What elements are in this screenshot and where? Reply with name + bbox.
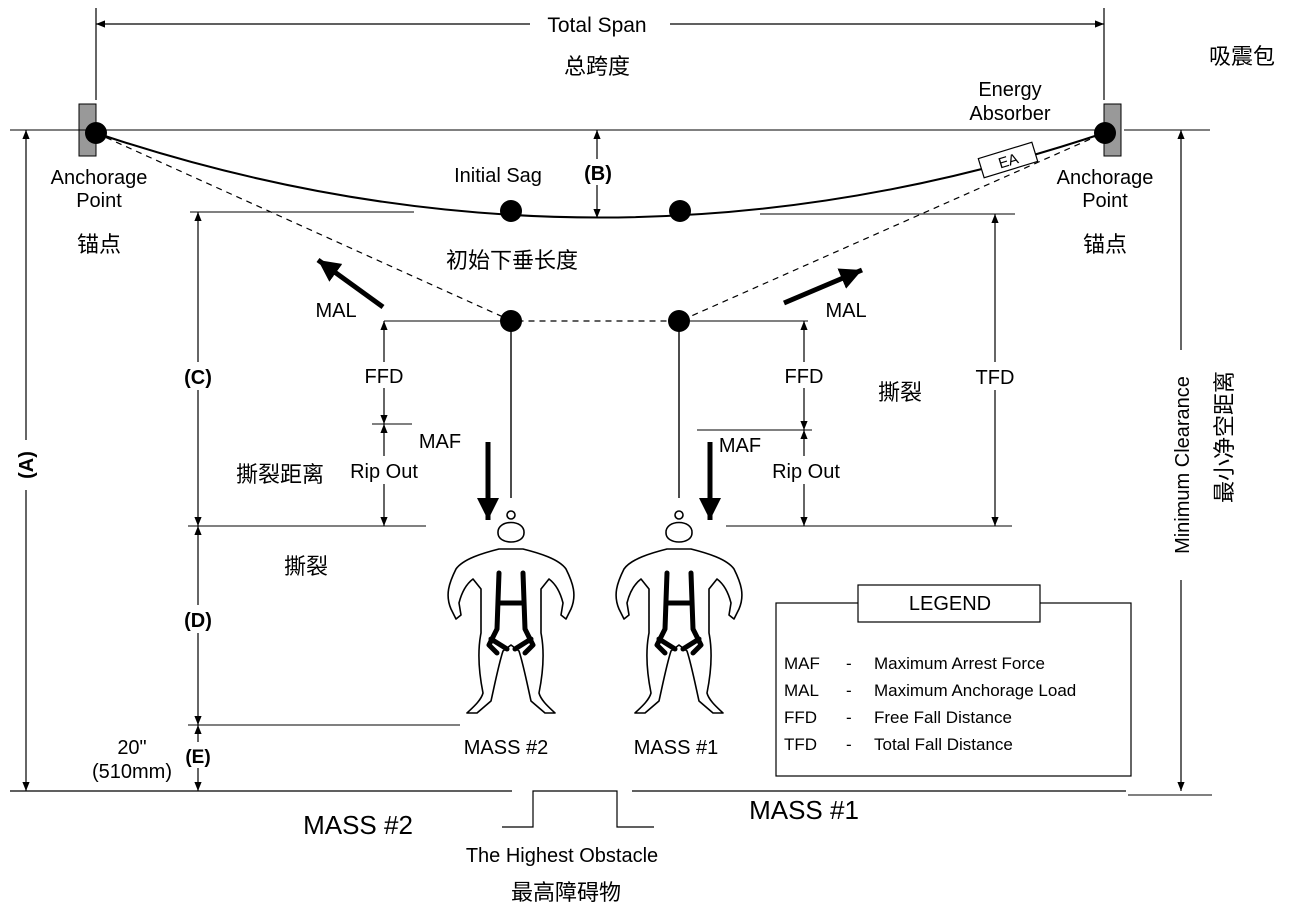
tfd-bg	[966, 362, 1024, 390]
min-clearance-bg	[1167, 350, 1197, 580]
energy-absorber-label-2: Absorber	[969, 103, 1050, 125]
rip-right-label-cn: 撕裂	[878, 381, 922, 406]
mass2-initial-dot	[500, 200, 522, 222]
anchorage-left-label-1: Anchorage	[51, 167, 148, 189]
legend-desc: Maximum Anchorage Load	[874, 681, 1076, 700]
legend-frame	[775, 602, 1132, 777]
dim-a-bg	[12, 440, 40, 490]
deflected-lifeline	[95, 132, 1105, 322]
energy-absorber-label-cn: 吸震包	[1209, 45, 1275, 70]
mal-right-label: MAL	[825, 300, 866, 322]
ripout-left-bg	[344, 456, 428, 484]
anchorage-left-label-cn: 锚点	[77, 233, 121, 258]
legend-sep: -	[846, 654, 852, 673]
anchorage-right-label-cn: 锚点	[1083, 233, 1127, 258]
anchorage-left-label-2: Point	[76, 190, 122, 212]
mal-arrow-left	[316, 257, 385, 310]
obstacle-label: The Highest Obstacle	[466, 845, 658, 867]
legend-sep: -	[846, 681, 852, 700]
energy-absorber-label-1: Energy	[978, 79, 1041, 101]
legend-abbr: MAF	[784, 654, 820, 673]
min-clearance-label-cn: 最小净空距离	[1213, 371, 1238, 503]
anchorage-right-label-1: Anchorage	[1057, 167, 1154, 189]
legend-sep: -	[846, 708, 852, 727]
total-span-label: Total Span	[547, 14, 646, 37]
legend-sep: -	[846, 735, 852, 754]
highest-obstacle-shape	[502, 790, 654, 828]
anchor-dot-right	[1094, 122, 1116, 144]
ffd-right-label: FFD	[785, 366, 824, 388]
ea-tag: EA	[996, 150, 1020, 172]
mass1-figure	[616, 511, 742, 713]
mass1-label: MASS #1	[634, 737, 718, 759]
dim-d-bg	[178, 605, 218, 633]
legend-title-box	[857, 584, 1041, 623]
legend-abbr: TFD	[784, 735, 817, 754]
dim-e-label: (E)	[185, 747, 210, 768]
dim-e-bg	[180, 742, 216, 768]
sag-label-bg	[580, 159, 616, 185]
mal-left-label: MAL	[315, 300, 356, 322]
maf-left-label: MAF	[419, 431, 461, 453]
obstacle-label-cn: 最高障碍物	[511, 881, 621, 906]
rip-left-label-cn: 撕裂	[284, 555, 328, 580]
legend-desc: Free Fall Distance	[874, 708, 1012, 727]
mass2-figure	[448, 511, 574, 713]
ffd-right-bg	[780, 362, 828, 388]
initial-sag-label: Initial Sag	[454, 165, 542, 187]
dim-d-label: (D)	[184, 610, 212, 632]
legend-abbr: MAL	[784, 681, 819, 700]
mass2-ground-label: MASS #2	[303, 810, 413, 840]
clearance-mm: (510mm)	[92, 761, 172, 783]
energy-absorber-box: EA	[977, 141, 1039, 179]
ripout-right-label: Rip Out	[772, 461, 840, 483]
ripout-left-label: Rip Out	[350, 461, 418, 483]
mass1-initial-dot	[669, 200, 691, 222]
legend-desc: Total Fall Distance	[874, 735, 1013, 754]
legend-title: LEGEND	[909, 593, 991, 615]
rip-distance-label-cn: 撕裂距离	[236, 463, 324, 488]
anchorage-right-label-2: Point	[1082, 190, 1128, 212]
mass2-label: MASS #2	[464, 737, 548, 759]
legend-abbr: FFD	[784, 708, 817, 727]
ffd-left-label: FFD	[365, 366, 404, 388]
initial-sag-label-cn: 初始下垂长度	[446, 249, 578, 274]
legend: LEGEND MAF - Maximum Arrest Force MAL - …	[775, 584, 1132, 777]
tfd-label: TFD	[976, 367, 1015, 389]
maf-right-label: MAF	[719, 435, 761, 457]
dim-c-bg	[178, 362, 218, 390]
ffd-left-bg	[360, 362, 408, 388]
anchor-dot-left	[85, 122, 107, 144]
total-span-label-cn: 总跨度	[564, 55, 630, 80]
clearance-inches: 20"	[117, 737, 146, 759]
min-clearance-label: Minimum Clearance	[1172, 376, 1194, 554]
dim-c-label: (C)	[184, 367, 212, 389]
legend-desc: Maximum Arrest Force	[874, 654, 1045, 673]
dim-a-label: (A)	[16, 451, 38, 479]
dim-b-label: (B)	[584, 163, 612, 185]
mal-arrow-right	[783, 267, 863, 306]
mass1-ground-label: MASS #1	[749, 795, 859, 825]
ripout-right-bg	[764, 456, 848, 484]
